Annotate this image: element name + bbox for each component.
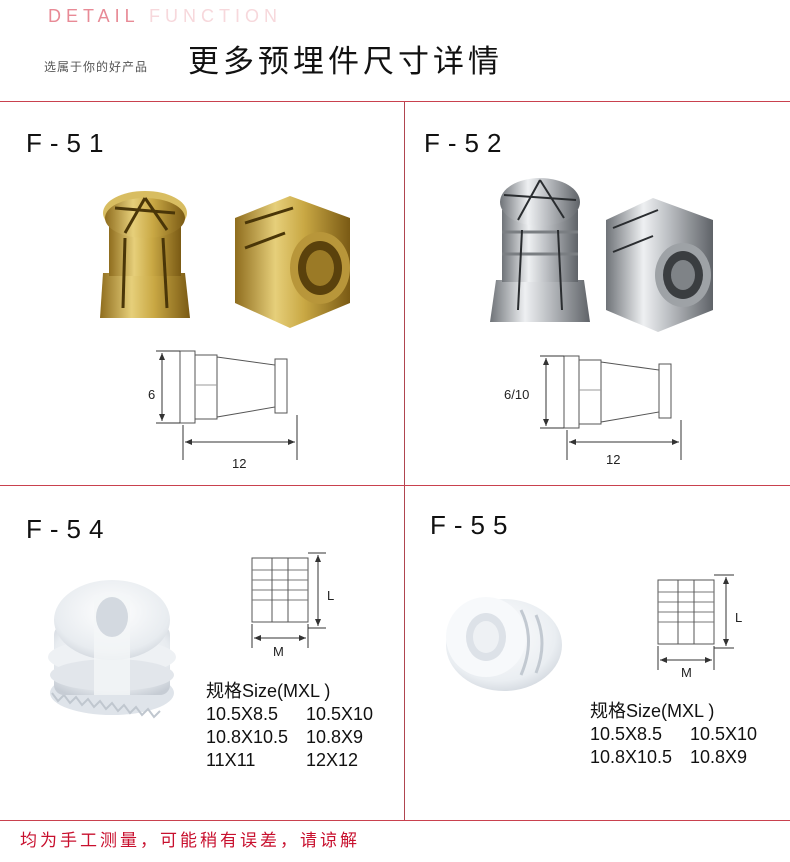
product-photo-f54 bbox=[48, 580, 176, 719]
top-divider bbox=[0, 101, 790, 102]
product-code-f52: F-52 bbox=[424, 128, 510, 158]
dimension-drawing-f51 bbox=[156, 350, 298, 460]
spec-title-f55: 规格Size(MXL ) bbox=[590, 701, 715, 721]
product-photo-f52 bbox=[490, 178, 713, 332]
dim-height-f52: 6/10 bbox=[504, 387, 530, 402]
middle-divider bbox=[0, 485, 790, 486]
spec-row: 11X11 12X12 bbox=[206, 749, 373, 772]
dim-M-f54: M bbox=[273, 644, 284, 659]
header-en-part1: DETAIL bbox=[48, 6, 140, 26]
spec-table-f54: 规格Size(MXL ) 10.5X8.5 10.5X10 10.8X10.5 … bbox=[206, 680, 373, 772]
dim-length-f52: 12 bbox=[606, 452, 621, 467]
spec-row: 10.5X8.5 10.5X10 bbox=[206, 703, 373, 726]
header-en-part2: FUNCTION bbox=[149, 6, 283, 26]
product-code-f54: F-54 bbox=[26, 514, 112, 544]
dim-height-f51: 6 bbox=[148, 387, 156, 402]
lower-vertical-divider bbox=[404, 486, 405, 820]
spec-cell: 10.8X9 bbox=[690, 747, 748, 767]
spec-title-f54: 规格Size(MXL ) bbox=[206, 681, 331, 701]
product-photo-f51 bbox=[100, 191, 350, 328]
spec-cell: 10.5X8.5 bbox=[590, 724, 663, 744]
dimension-drawing-f55 bbox=[657, 574, 734, 670]
spec-row: 10.8X10.5 10.8X9 bbox=[590, 746, 757, 769]
dim-L-f55: L bbox=[735, 610, 743, 625]
dimension-drawing-f52 bbox=[540, 355, 682, 460]
product-code-f55: F-55 bbox=[430, 510, 516, 540]
spec-cell: 12X12 bbox=[306, 750, 359, 770]
bottom-divider bbox=[0, 820, 790, 821]
spec-cell: 10.8X10.5 bbox=[590, 747, 673, 767]
spec-table-f55: 规格Size(MXL ) 10.5X8.5 10.5X10 10.8X10.5 … bbox=[590, 700, 757, 769]
product-photo-f55 bbox=[446, 597, 562, 691]
spec-row: 10.8X10.5 10.8X9 bbox=[206, 726, 373, 749]
spec-cell: 10.5X8.5 bbox=[206, 704, 279, 724]
header-en-title: DETAIL FUNCTION bbox=[48, 6, 282, 27]
product-code-f51: F-51 bbox=[26, 128, 112, 158]
spec-cell: 10.5X10 bbox=[306, 704, 374, 724]
dim-length-f51: 12 bbox=[232, 456, 247, 471]
dim-M-f55: M bbox=[681, 665, 692, 680]
spec-cell: 10.8X9 bbox=[306, 727, 364, 747]
dimension-drawing-f54 bbox=[251, 552, 326, 648]
spec-cell: 11X11 bbox=[206, 750, 256, 770]
spec-cell: 10.5X10 bbox=[690, 724, 758, 744]
dim-L-f54: L bbox=[327, 588, 335, 603]
spec-row: 10.5X8.5 10.5X10 bbox=[590, 723, 757, 746]
footer-note: 均为手工测量，可能稍有误差，请谅解 bbox=[20, 831, 360, 851]
spec-cell: 10.8X10.5 bbox=[206, 727, 289, 747]
page-title: 更多预埋件尺寸详情 bbox=[188, 44, 503, 80]
upper-vertical-divider bbox=[404, 102, 405, 485]
header-subtitle: 选属于你的好产品 bbox=[44, 60, 149, 74]
